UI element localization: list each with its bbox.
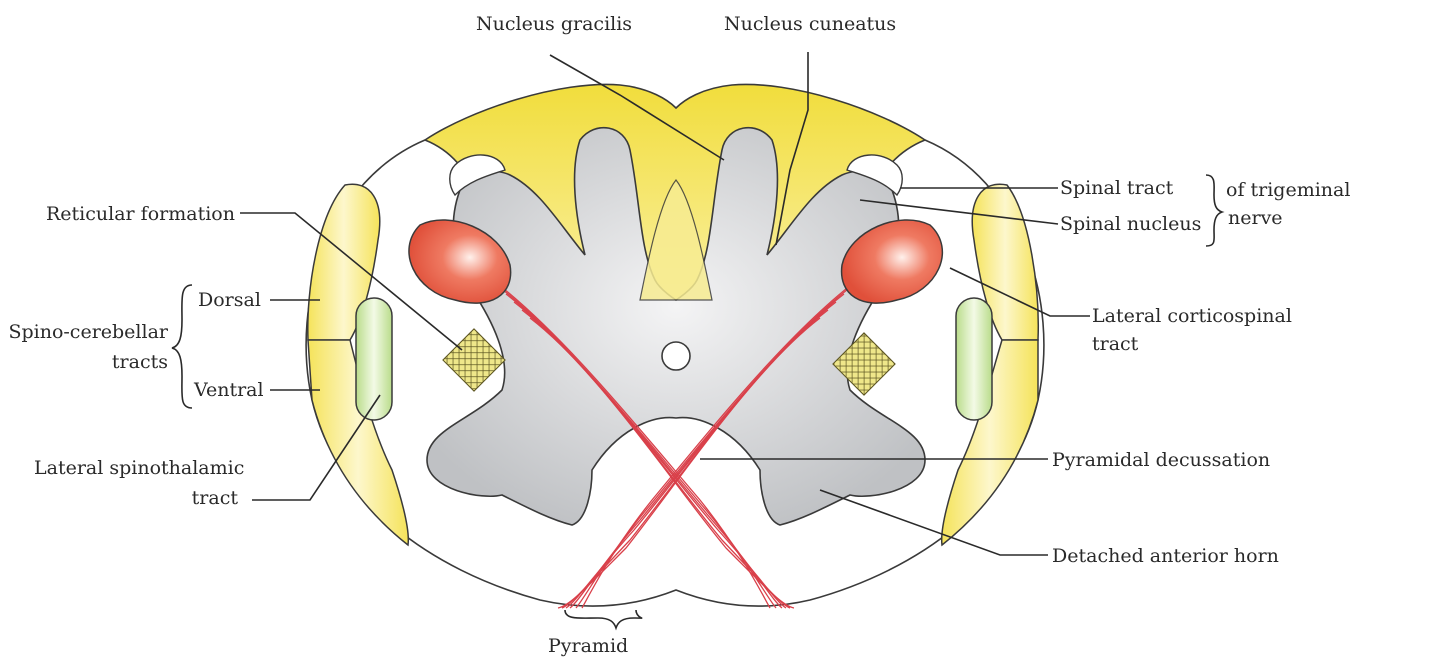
spinal-tract-right xyxy=(846,154,903,197)
nucleus-gracilis-lobe xyxy=(639,179,713,301)
label-of-trigeminal: of trigeminal xyxy=(1226,179,1350,201)
grey-matter xyxy=(426,126,926,526)
label-detached-anterior-horn: Detached anterior horn xyxy=(1052,545,1279,567)
label-spinal-nucleus: Spinal nucleus xyxy=(1060,213,1201,235)
lateral-corticospinal-left xyxy=(408,219,512,304)
label-lateral-spinothalamic: Lateral spinothalamic xyxy=(34,457,244,479)
lateral-corticospinal-right xyxy=(840,219,944,304)
spinal-tract-left xyxy=(449,154,506,197)
label-ventral: Ventral xyxy=(193,379,264,401)
pyramid-brace xyxy=(564,609,643,631)
decussating-fibers xyxy=(489,277,861,609)
label-spinal-tract: Spinal tract xyxy=(1060,177,1174,199)
label-nucleus-cuneatus: Nucleus cuneatus xyxy=(724,13,896,35)
label-reticular-formation: Reticular formation xyxy=(46,203,235,225)
spino-cerebellar-brace xyxy=(171,284,193,409)
label-pyramidal-decussation: Pyramidal decussation xyxy=(1052,449,1270,471)
label-dorsal: Dorsal xyxy=(198,289,261,311)
reticular-formation-right xyxy=(832,332,896,396)
trigeminal-brace xyxy=(1205,174,1225,247)
label-nucleus-gracilis: Nucleus gracilis xyxy=(476,13,632,35)
central-canal xyxy=(661,341,691,371)
lateral-spinothalamic-left xyxy=(355,297,393,421)
label-spino-cerebellar: Spino-cerebellar xyxy=(8,321,168,343)
label-lateral-corticospinal: Lateral corticospinal xyxy=(1092,305,1292,327)
label-pyramid: Pyramid xyxy=(548,635,628,657)
lateral-spinothalamic-right xyxy=(955,297,993,421)
label-tracts: tracts xyxy=(112,351,168,373)
label-nerve: nerve xyxy=(1228,207,1283,229)
label-lateral-spinothalamic-tract: tract xyxy=(192,487,239,509)
label-lateral-corticospinal-tract: tract xyxy=(1092,333,1139,355)
leader-lines xyxy=(240,52,1090,556)
reticular-formation-left xyxy=(442,328,506,392)
